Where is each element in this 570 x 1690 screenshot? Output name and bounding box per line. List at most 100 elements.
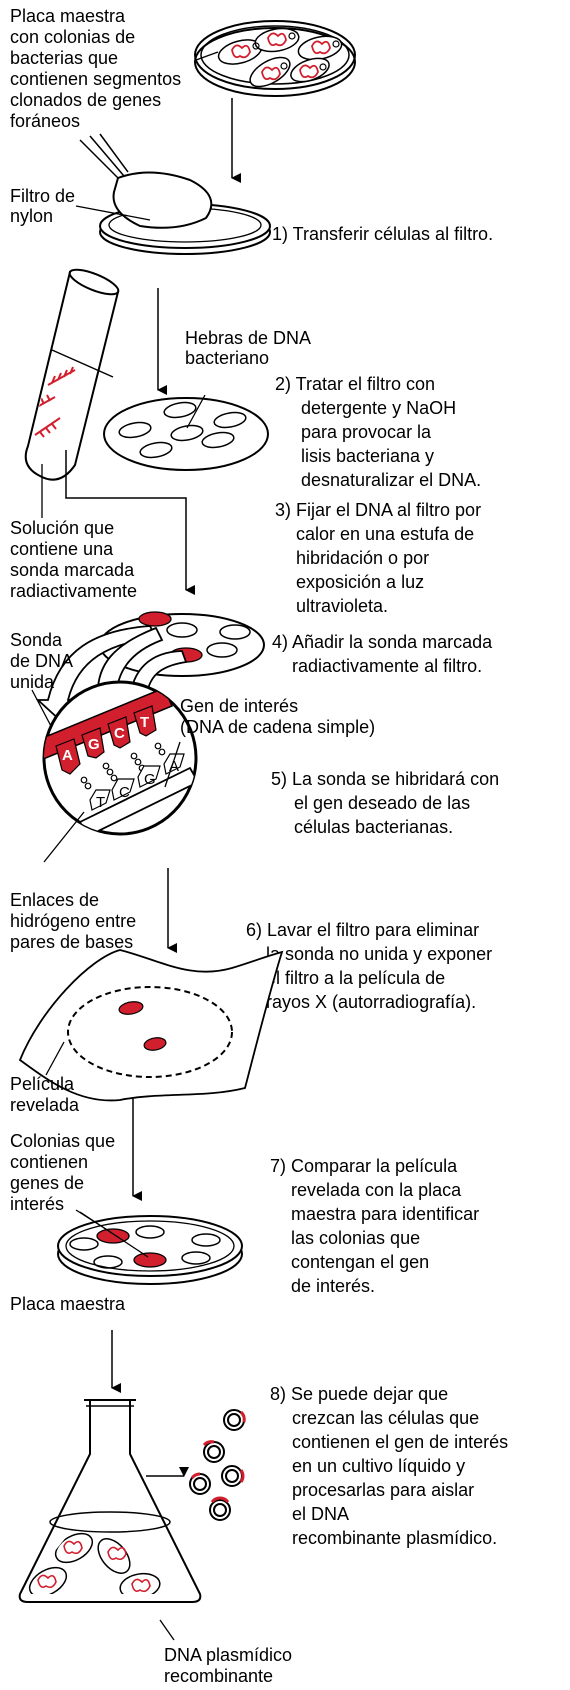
film-line-1: Película — [10, 1074, 75, 1094]
step-7-line-5: contengan el gen — [291, 1252, 429, 1272]
step-5-line-2: el gen deseado de las — [294, 793, 470, 813]
label-colonies-with-genes: Colonias que contienen genes de interés — [10, 1131, 115, 1214]
target-base-1: T — [96, 794, 105, 811]
recombinant-plasmids — [189, 1409, 246, 1521]
colonies-line-2: contienen — [10, 1152, 88, 1172]
label-recombinant-plasmid: DNA plasmídico recombinante — [164, 1645, 292, 1686]
step-6-line-1: 6) Lavar el filtro para eliminar — [246, 920, 479, 940]
target-base-3: G — [144, 771, 156, 788]
probe-base-4: T — [140, 714, 149, 731]
step-2-line-3: para provocar la — [301, 422, 432, 442]
master-plate-colonies — [217, 27, 343, 88]
step-5-text: 5) La sonda se hibridará con el gen dese… — [271, 769, 499, 837]
gene-leader — [164, 741, 181, 788]
master-plate-line-5: clonados de genes — [10, 90, 161, 110]
step-8-text: 8) Se puede dejar que crezcan las célula… — [270, 1384, 508, 1548]
step-6-text: 6) Lavar el filtro para eliminar la sond… — [246, 920, 492, 1012]
step-3-line-5: ultravioleta. — [296, 596, 388, 616]
forceps — [79, 133, 129, 179]
label-master-plate: Placa maestra con colonias de bacterias … — [10, 6, 181, 131]
film-leader — [45, 1041, 65, 1076]
step-4-text: 4) Añadir la sonda marcada radiactivamen… — [272, 632, 493, 676]
step-2-text: 2) Tratar el filtro con detergente y NaO… — [275, 374, 481, 490]
master-plate-line-4: contienen segmentos — [10, 69, 181, 89]
bound-probe-leader — [31, 689, 53, 729]
dna-strands-line-2: bacteriano — [185, 348, 269, 368]
compare-master-plate — [57, 1215, 243, 1285]
probe-solution-line-2: contiene una — [10, 539, 114, 559]
hydrogen-line-2: hidrógeno entre — [10, 911, 136, 931]
step-8-line-6: el DNA — [292, 1504, 349, 1524]
gene-line-2: (DNA de cadena simple) — [180, 717, 375, 737]
bound-probe-line-2: de DNA — [10, 651, 73, 671]
plasmid-line-1: DNA plasmídico — [164, 1645, 292, 1665]
probe-solution-line-4: radiactivamente — [10, 581, 137, 601]
hybridization-zoom-circle: A G C T T C G A — [42, 680, 198, 836]
target-base-4: A — [169, 758, 179, 775]
colonies-leader-2 — [79, 1211, 149, 1258]
probe-bases — [55, 705, 157, 775]
film-spot-2 — [143, 1037, 167, 1051]
film-spot-1 — [118, 1001, 144, 1015]
master-plate-line-3: bacterias que — [10, 48, 118, 68]
step-5-line-3: células bacterianas. — [294, 817, 453, 837]
xray-film — [18, 949, 284, 1102]
step-2-line-2: detergente y NaOH — [301, 398, 456, 418]
step-8-line-7: recombinante plasmídico. — [292, 1528, 497, 1548]
label-developed-film: Película revelada — [10, 1074, 80, 1115]
label-dna-strands: Hebras de DNA bacteriano — [185, 328, 311, 368]
step-1-text: 1) Transferir células al filtro. — [272, 224, 493, 244]
step-7-line-1: 7) Comparar la película — [270, 1156, 458, 1176]
culture-flask — [18, 1399, 202, 1603]
colonies-line-4: interés — [10, 1194, 64, 1214]
step-7-text: 7) Comparar la película revelada con la … — [270, 1156, 479, 1296]
probe-base-3: C — [114, 725, 125, 742]
master-plate-leader — [195, 51, 219, 61]
probe-base-1: A — [62, 747, 73, 764]
target-base-2: C — [119, 784, 130, 801]
step-3-line-1: 3) Fijar el DNA al filtro por — [275, 500, 481, 520]
step-3-text: 3) Fijar el DNA al filtro por calor en u… — [275, 500, 481, 616]
step-2-line-1: 2) Tratar el filtro con — [275, 374, 435, 394]
film-line-2: revelada — [10, 1095, 80, 1115]
colonies-line-3: genes de — [10, 1173, 84, 1193]
step-3-line-2: calor en una estufa de — [296, 524, 474, 544]
step-3-line-4: exposición a luz — [296, 572, 424, 592]
bound-probe-line-3: unida — [10, 672, 55, 692]
step-8-line-5: procesarlas para aislar — [292, 1480, 474, 1500]
probe-solution-line-3: sonda marcada — [10, 560, 135, 580]
step-4-line-1: 4) Añadir la sonda marcada — [272, 632, 493, 652]
label-bound-probe: Sonda de DNA unida — [10, 630, 73, 692]
test-tube — [24, 268, 120, 481]
gene-line-1: Gen de interés — [180, 696, 298, 716]
step-7-line-4: las colonias que — [291, 1228, 420, 1248]
dna-strands-leader — [186, 394, 206, 429]
step-6-line-3: el filtro a la película de — [266, 968, 445, 988]
master-plate-dish — [194, 20, 356, 97]
probe-solution-line-1: Solución que — [10, 518, 114, 538]
step-6-line-2: la sonda no unida y exponer — [266, 944, 492, 964]
probe-base-2: G — [88, 736, 100, 753]
step-4-line-2: radiactivamente al filtro. — [292, 656, 482, 676]
nylon-filter-leader — [75, 205, 151, 221]
hydrogen-line-3: pares de bases — [10, 932, 133, 952]
hydrogen-bond-leader — [43, 811, 85, 863]
step-8-line-2: crezcan las células que — [292, 1408, 479, 1428]
step-2-line-5: desnaturalizar el DNA. — [301, 470, 481, 490]
master-plate-plasmids — [231, 32, 331, 81]
nylon-filter-line-2: nylon — [10, 206, 53, 226]
nylon-filter-line-1: Filtro de — [10, 186, 75, 206]
step-8-line-3: contienen el gen de interés — [292, 1432, 508, 1452]
step-7-line-6: de interés. — [291, 1276, 375, 1296]
probe-spot-1 — [138, 611, 172, 627]
step-8-line-1: 8) Se puede dejar que — [270, 1384, 448, 1404]
step-6-line-4: rayos X (autorradiografía). — [266, 992, 476, 1012]
colonies-line-1: Colonias que — [10, 1131, 115, 1151]
master-plate-line-6: foráneos — [10, 111, 80, 131]
bound-probe-line-1: Sonda — [10, 630, 63, 650]
lysed-filter — [103, 397, 269, 471]
arrow-tube-to-filter — [65, 450, 195, 595]
master-plate-line-1: Placa maestra — [10, 6, 126, 26]
